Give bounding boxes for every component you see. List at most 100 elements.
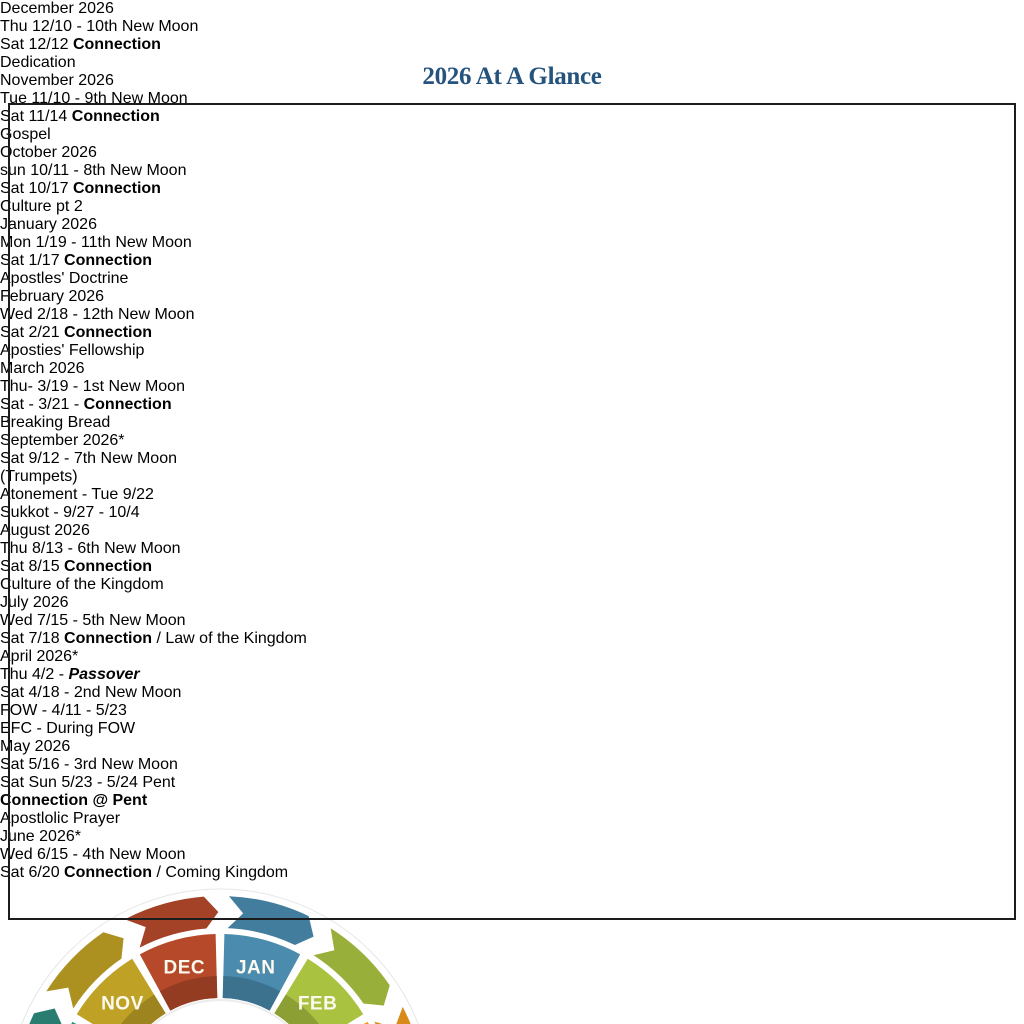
month-label-feb: FEB [298, 993, 338, 1014]
event-item: EFC - During FOW [0, 720, 1024, 738]
event-text: Sat 8/15 Connection [0, 558, 153, 575]
event-text: Sat 9/12 - 7th New Moon [0, 450, 177, 467]
event-item: Sat 9/12 - 7th New Moon [0, 450, 1024, 468]
event-text: Dedication [0, 54, 76, 71]
month-arrow-oct [29, 1008, 62, 1024]
month-segment-oct [71, 1021, 77, 1024]
event-text: Connection @ Pent [0, 792, 148, 809]
section-title: May 2026 [0, 738, 71, 755]
event-item: Aposties' Fellowship [0, 342, 1024, 360]
event-item: Wed 6/15 - 4th New Moon [0, 846, 1024, 864]
event-item: Sat 11/14 Connection [0, 108, 1024, 126]
month-label-nov: NOV [101, 993, 144, 1014]
event-item: Sat Sun 5/23 - 5/24 Pent [0, 774, 1024, 792]
event-item: FOW - 4/11 - 5/23 [0, 702, 1024, 720]
event-item: (Trumpets) [0, 468, 1024, 486]
event-item: Sat 2/21 Connection [0, 324, 1024, 342]
section-title: June 2026* [0, 828, 81, 845]
event-item: Thu 12/10 - 10th New Moon [0, 18, 1024, 36]
month-segment-shadow [222, 976, 281, 1011]
event-text: (Trumpets) [0, 468, 78, 485]
event-item: Thu 4/2 - Passover [0, 666, 1024, 684]
event-text: Breaking Bread [0, 414, 111, 431]
month-wheel-svg: JANFEBMARAPRMAYJUNJULAUGSEPOCTNOVDECCACI… [21, 888, 419, 1024]
month-arrow-jan [227, 896, 314, 945]
event-item: Sat 7/18 Connection / Law of the Kingdom [0, 630, 1024, 648]
month-segment-shadow [121, 994, 166, 1024]
month-segment-shadow [274, 994, 319, 1024]
event-text: Thu- 3/19 - 1st New Moon [0, 378, 185, 395]
event-text: Culture of the Kingdom [0, 576, 164, 593]
section-september: September 2026*Sat 9/12 - 7th New Moon(T… [0, 432, 1024, 522]
event-text: Wed 2/18 - 12th New Moon [0, 306, 195, 323]
event-item: Sat 5/16 - 3rd New Moon [0, 756, 1024, 774]
event-item: Breaking Bread [0, 414, 1024, 432]
event-text: Sat - 3/21 - Connection [0, 396, 172, 413]
event-text: Culture pt 2 [0, 198, 83, 215]
event-item: Tue 11/10 - 9th New Moon [0, 90, 1024, 108]
event-item: Sat 1/17 Connection [0, 252, 1024, 270]
event-text: Sat 5/16 - 3rd New Moon [0, 756, 178, 773]
event-text: EFC - During FOW [0, 720, 136, 737]
event-text: Sat 6/20 Connection / Coming Kingdom [0, 864, 289, 881]
event-item: Culture pt 2 [0, 198, 1024, 216]
event-item: Thu- 3/19 - 1st New Moon [0, 378, 1024, 396]
event-item: Apostles' Doctrine [0, 270, 1024, 288]
event-item: Mon 1/19 - 11th New Moon [0, 234, 1024, 252]
event-text: Sukkot - 9/27 - 10/4 [0, 504, 140, 521]
event-text: Atonement - Tue 9/22 [0, 486, 154, 503]
event-text: sun 10/11 - 8th New Moon [0, 162, 187, 179]
event-text: Gospel [0, 126, 51, 143]
event-text: Apostlolic Prayer [0, 810, 121, 827]
month-wheel: JANFEBMARAPRMAYJUNJULAUGSEPOCTNOVDECCACI… [0, 882, 1024, 1024]
quadrant-grid [8, 103, 1016, 920]
event-item: sun 10/11 - 8th New Moon [0, 162, 1024, 180]
event-text: Sat 10/17 Connection [0, 180, 161, 197]
event-text: Thu 8/13 - 6th New Moon [0, 540, 181, 557]
event-text: Sat 11/14 Connection [0, 108, 160, 125]
event-item: Sat 12/12 Connection [0, 36, 1024, 54]
section-title: November 2026 [0, 72, 114, 89]
event-item: Thu 8/13 - 6th New Moon [0, 540, 1024, 558]
event-text: Sat Sun 5/23 - 5/24 Pent [0, 774, 176, 791]
event-text: Thu 12/10 - 10th New Moon [0, 18, 199, 35]
event-item: Sat 6/20 Connection / Coming Kingdom [0, 864, 1024, 882]
month-segment-mar [363, 1021, 369, 1024]
month-arrow-mar [374, 1006, 411, 1024]
event-item: Wed 2/18 - 12th New Moon [0, 306, 1024, 324]
section-title: March 2026 [0, 360, 85, 377]
event-text: FOW - 4/11 - 5/23 [0, 702, 127, 719]
event-item: Wed 7/15 - 5th New Moon [0, 612, 1024, 630]
event-text: Apostles' Doctrine [0, 270, 129, 287]
event-text: Wed 6/15 - 4th New Moon [0, 846, 186, 863]
month-label-jan: JAN [236, 958, 276, 979]
quadrant-top-left [10, 105, 512, 508]
event-item: Connection @ Pent [0, 792, 1024, 810]
section-title: April 2026* [0, 648, 79, 665]
event-item: Sat 8/15 Connection [0, 558, 1024, 576]
event-text: Tue 11/10 - 9th New Moon [0, 90, 188, 107]
section-title: January 2026 [0, 216, 97, 233]
wheel-center-disc [152, 999, 288, 1024]
event-item: Gospel [0, 126, 1024, 144]
section-title: September 2026* [0, 432, 125, 449]
month-arrow-nov [46, 932, 124, 1009]
month-arrow-feb [313, 928, 390, 1006]
section-title: July 2026 [0, 594, 69, 611]
event-item: Atonement - Tue 9/22 [0, 486, 1024, 504]
event-text: Sat 12/12 Connection [0, 36, 161, 53]
section-title: August 2026 [0, 522, 90, 539]
event-text: Sat 2/21 Connection [0, 324, 153, 341]
section-title: December 2026 [0, 0, 114, 17]
